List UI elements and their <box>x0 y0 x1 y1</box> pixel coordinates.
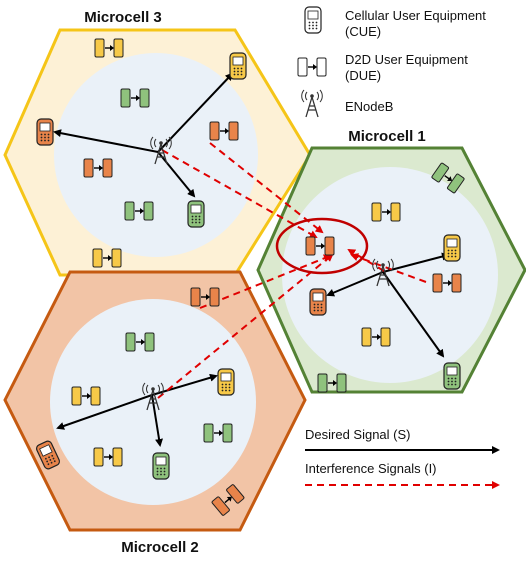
due-legend-icon <box>298 58 326 76</box>
cue-legend-icon <box>305 7 321 33</box>
cue-phone-icon <box>218 369 234 395</box>
victim-due-highlight <box>275 217 369 275</box>
enodeb-legend-icon <box>301 89 323 118</box>
cue-phone-icon <box>153 453 169 479</box>
legend-due-abbrev: (DUE) <box>345 68 381 83</box>
microcell-3-title: Microcell 3 <box>84 9 162 26</box>
cue-phone-icon <box>188 201 204 227</box>
cue-phone-icon <box>310 289 326 315</box>
cue-phone-icon <box>230 53 246 79</box>
legend-enodeb-label: ENodeB <box>345 99 393 114</box>
legend-interference-label: Interference Signals (I) <box>305 461 437 476</box>
cue-phone-icon <box>444 235 460 261</box>
legend: Cellular User Equipment (CUE) D2D User E… <box>298 7 486 118</box>
desired-signals <box>53 72 450 447</box>
cue-phone-icon <box>444 363 460 389</box>
legend-desired-label: Desired Signal (S) <box>305 427 411 442</box>
microcell-2-title: Microcell 2 <box>121 539 199 556</box>
microcell-1-coverage <box>282 167 498 383</box>
legend-due-label: D2D User Equipment <box>345 52 468 67</box>
cue-phone-icon <box>37 119 53 145</box>
signal-legend: Desired Signal (S) Interference Signals … <box>305 427 500 489</box>
microcell-3-coverage <box>54 53 258 257</box>
microcell-1-title: Microcell 1 <box>348 128 426 145</box>
legend-cue-label: Cellular User Equipment <box>345 8 486 23</box>
legend-cue-abbrev: (CUE) <box>345 24 381 39</box>
